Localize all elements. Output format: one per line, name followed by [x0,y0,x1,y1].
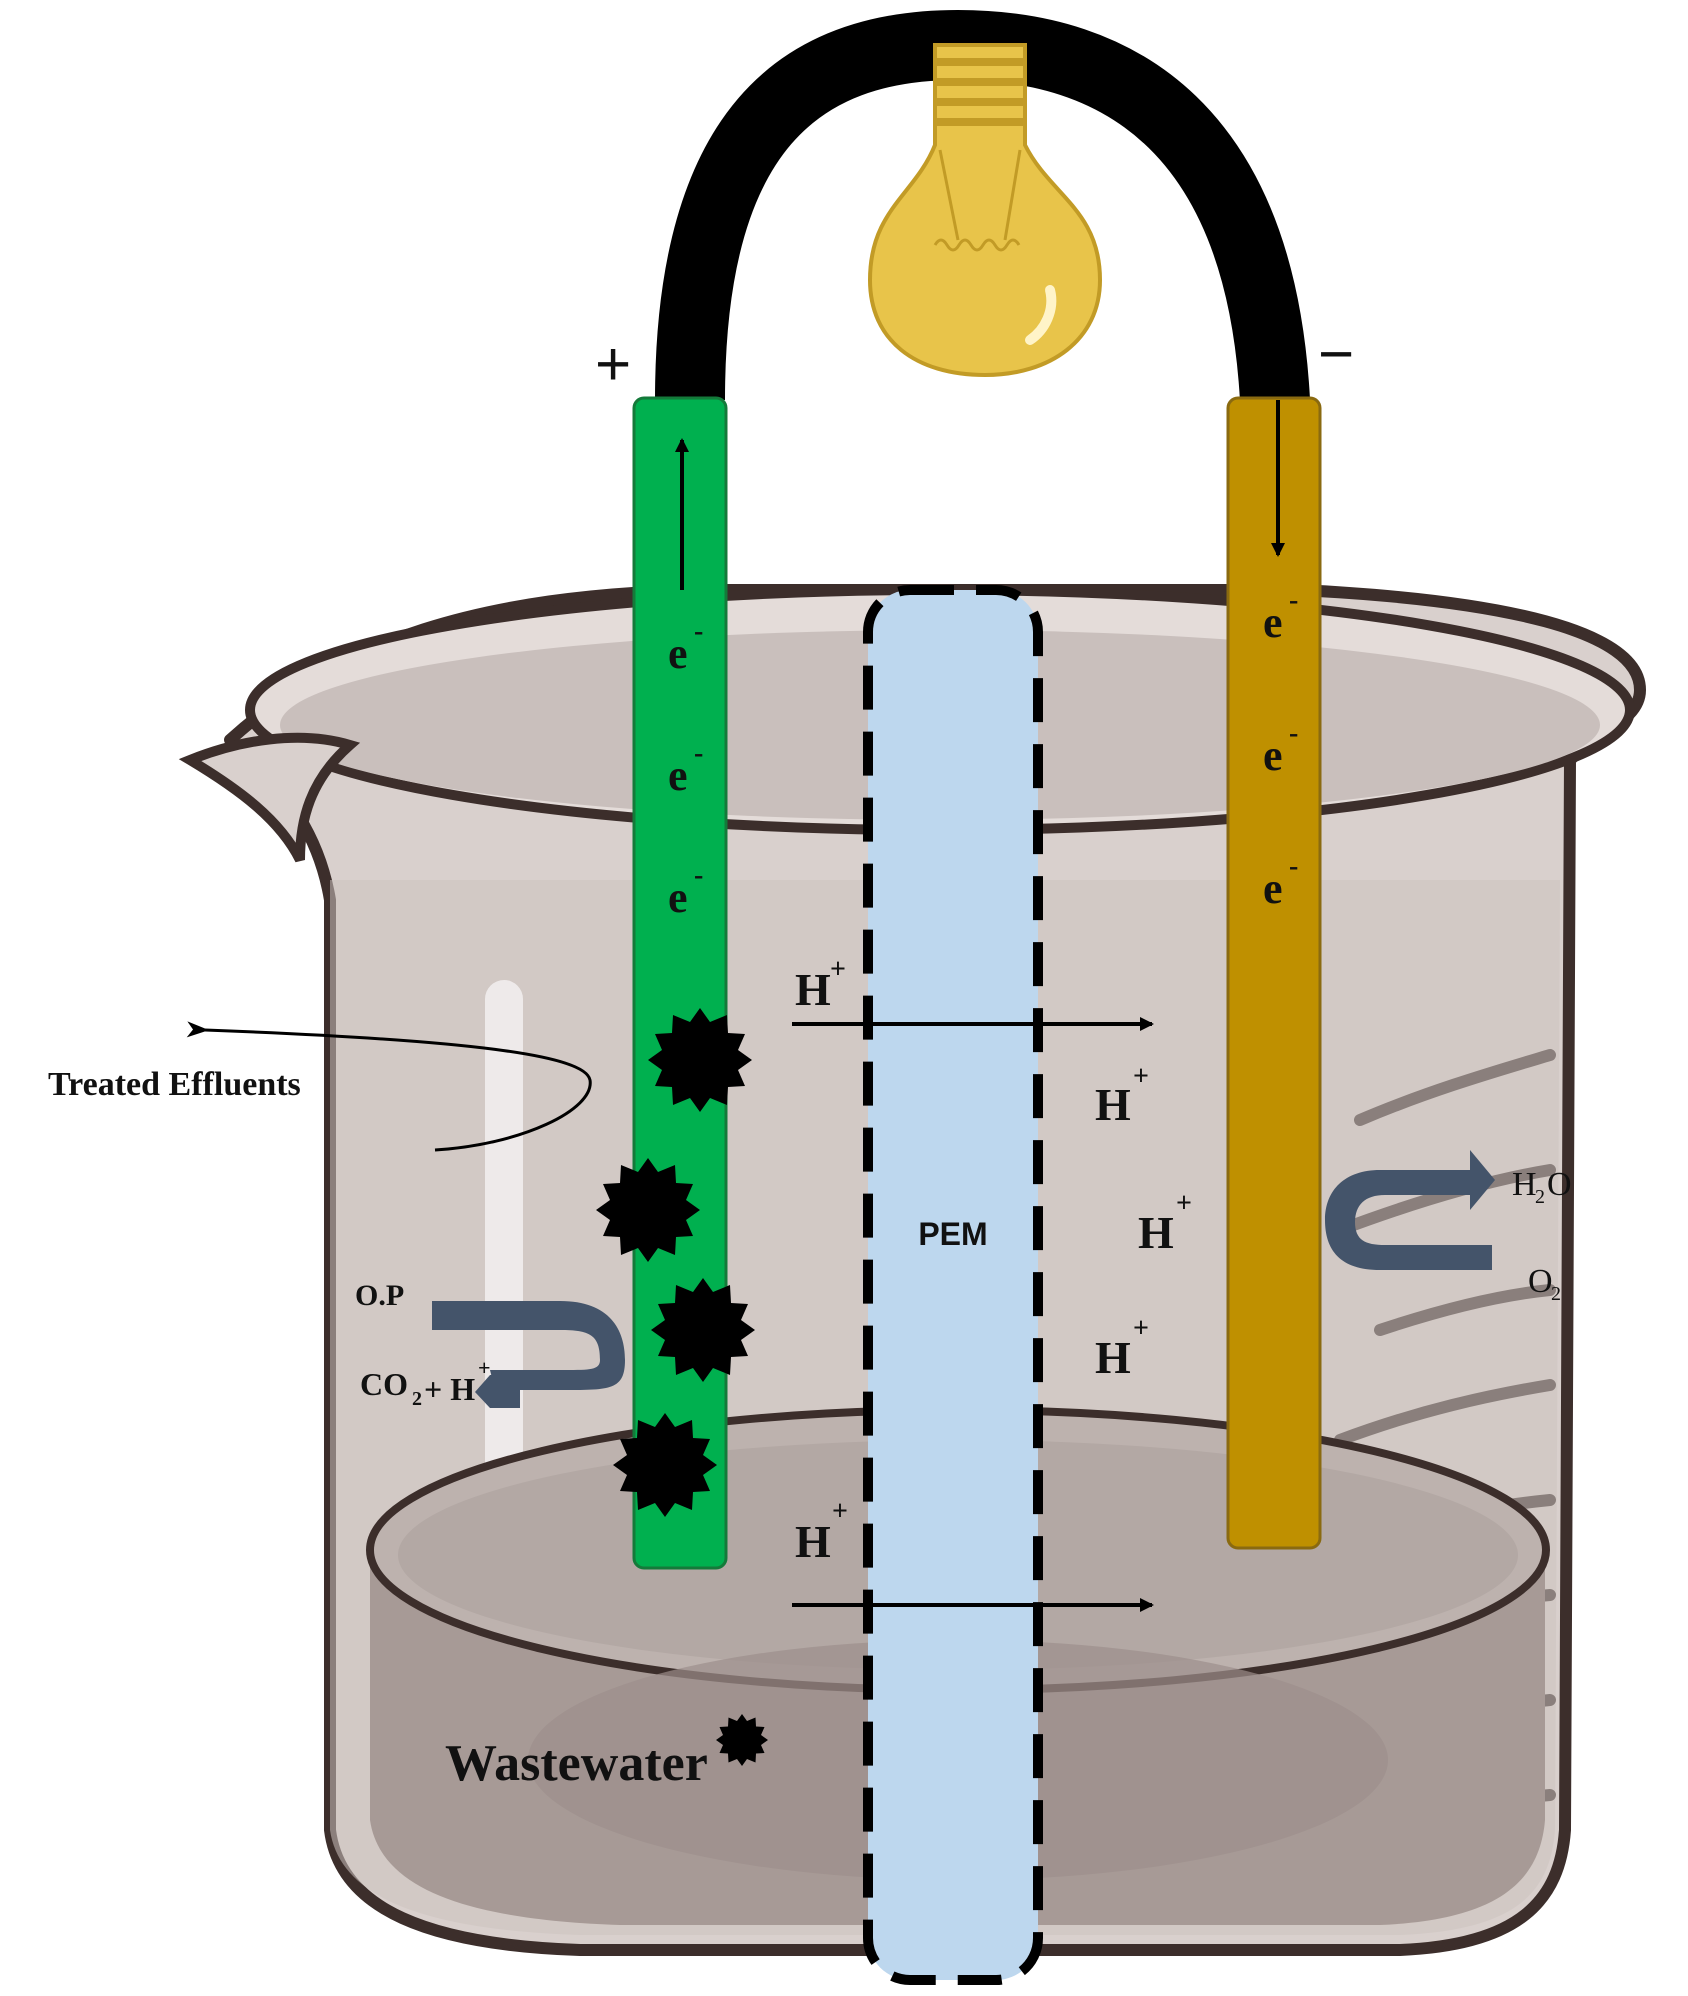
beaker-spout [178,732,361,863]
svg-text:-: - [1289,585,1298,616]
svg-text:+: + [832,1496,848,1527]
svg-text:e: e [668,629,688,678]
svg-text:H: H [795,1516,831,1567]
oxygen-input-label: O 2 [1528,1263,1561,1305]
svg-text:H: H [795,964,831,1015]
negative-terminal-label: − [1318,320,1354,389]
svg-text:-: - [694,738,703,769]
svg-text:2: 2 [1551,1283,1561,1305]
svg-text:O: O [1528,1263,1553,1300]
svg-text:-: - [694,860,703,891]
cathode-electron-2: e - [1263,718,1298,780]
anode-products-label: CO 2 + H + [360,1355,491,1410]
svg-text:e: e [1263,598,1283,647]
water-product-label: H 2 O [1512,1166,1572,1208]
proton-label-1: H + [795,954,846,1015]
svg-text:+: + [1176,1188,1192,1219]
svg-text:H: H [1095,1332,1131,1383]
anode-reaction-arrow [432,1301,625,1390]
svg-text:+: + [1133,1313,1149,1344]
svg-text:2: 2 [1535,1186,1545,1208]
svg-text:-: - [1289,718,1298,749]
anode-electron-1: e - [668,616,703,678]
svg-text:+ H: + H [424,1371,475,1407]
svg-text:+: + [478,1355,491,1380]
svg-text:-: - [694,616,703,647]
svg-text:+: + [1133,1061,1149,1092]
cathode-electron-1: e - [1263,585,1298,647]
svg-text:H: H [1095,1079,1131,1130]
wastewater-label: Wastewater [445,1735,708,1792]
membrane-label: PEM [918,1216,987,1252]
proton-label-4: H + [1095,1313,1149,1383]
svg-text:e: e [1263,731,1283,780]
svg-text:e: e [1263,864,1283,913]
anode-electron-3: e - [668,860,703,922]
treated-effluent-arrow [186,1021,592,1152]
svg-text:+: + [830,954,846,985]
cathode-electron-3: e - [1263,851,1298,913]
svg-text:e: e [668,873,688,922]
proton-label-5: H + [795,1496,848,1567]
organic-pollutant-label: O.P [355,1279,404,1312]
svg-text:O: O [1547,1166,1572,1203]
svg-text:e: e [668,751,688,800]
svg-text:2: 2 [412,1388,422,1410]
svg-text:H: H [1512,1166,1537,1203]
svg-text:H: H [1138,1207,1174,1258]
proton-label-3: H + [1138,1188,1192,1258]
positive-terminal-label: + [595,330,631,399]
cathode-electrode [1226,396,1322,1550]
svg-text:CO: CO [360,1366,408,1402]
anode-electrode [632,396,728,1570]
anode-electron-2: e - [668,738,703,800]
svg-text:-: - [1289,851,1298,882]
light-bulb-icon [867,43,1103,378]
proton-label-2: H + [1095,1061,1149,1130]
treated-effluents-label: Treated Effluents [48,1066,301,1103]
cathode-reaction-arrow [1325,1150,1495,1270]
proton-exchange-membrane [863,585,1043,1985]
